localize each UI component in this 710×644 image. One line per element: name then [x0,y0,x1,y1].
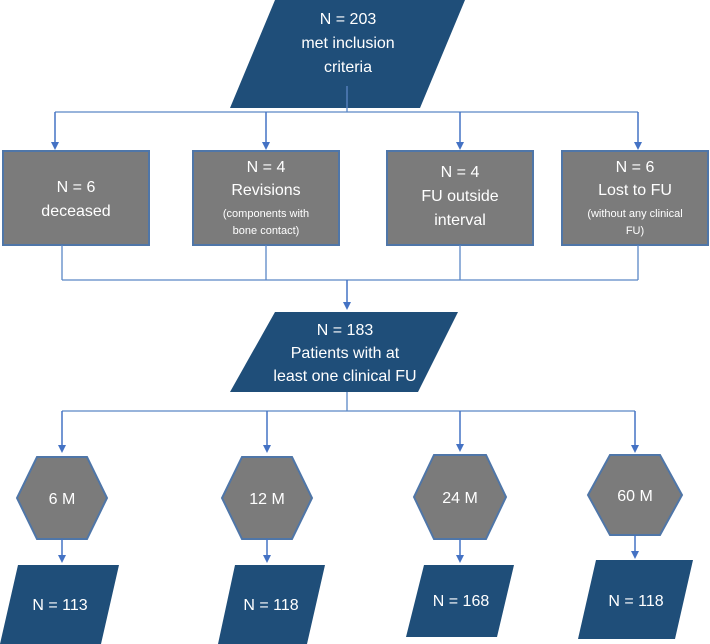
excluded-1-count: N = 6 [57,179,96,196]
excluded-3-label-2: interval [434,212,486,229]
excluded-4-note-2: FU) [626,225,644,237]
count-box-6m [0,565,119,644]
followup-12m-count: N = 118 [243,597,298,614]
hexagon-6m [15,456,109,540]
excluded-2-label: Revisions [231,182,300,199]
count-box-60m [578,560,693,639]
excluded-2-count: N = 4 [247,159,286,176]
excluded-3-count: N = 4 [441,164,480,181]
middle-box-line-2: Patients with at [291,345,400,362]
hexagon-12m [220,456,314,540]
hexagon-24m [412,454,508,540]
followup-60m-label: 60 M [617,488,653,505]
excluded-4-note-1: (without any clinical [587,208,682,220]
excluded-box-lost-to-fu [561,150,709,246]
followup-6m-label: 6 M [49,491,76,508]
middle-box-line-1: N = 183 [317,322,374,339]
followup-6m-count: N = 113 [32,597,87,614]
hexagon-60m [586,454,684,536]
middle-box [230,312,458,392]
followup-60m-count: N = 118 [608,593,663,610]
followup-12m-label: 12 M [249,491,285,508]
top-box [230,0,465,108]
excluded-box-revisions [192,150,340,246]
top-box-line-3: criteria [324,59,372,76]
excluded-4-label: Lost to FU [598,182,672,199]
excluded-box-deceased [2,150,150,246]
followup-24m-count: N = 168 [433,593,490,610]
top-box-line-2: met inclusion [301,35,394,52]
followup-24m-label: 24 M [442,490,478,507]
middle-box-line-3: least one clinical FU [273,368,416,385]
excluded-2-note-2: bone contact) [233,225,300,237]
excluded-2-note-1: (components with [223,208,309,220]
count-box-12m [218,565,325,644]
excluded-4-count: N = 6 [616,159,655,176]
top-box-line-1: N = 203 [320,11,377,28]
excluded-box-fu-outside-interval [386,150,534,246]
excluded-1-label: deceased [41,203,110,220]
count-box-24m [406,565,514,637]
excluded-3-label-1: FU outside [421,188,498,205]
